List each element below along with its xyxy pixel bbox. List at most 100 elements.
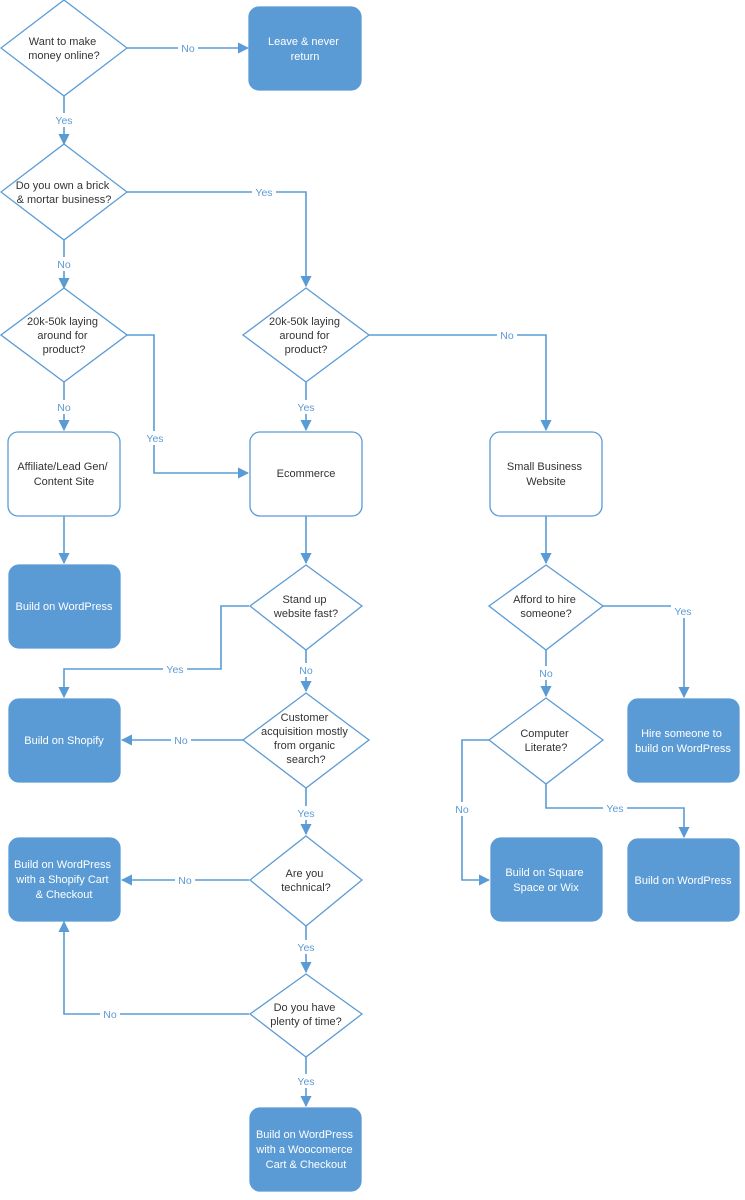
edge-label: Yes xyxy=(252,185,276,199)
svg-text:Leave & never return: Leave & never return xyxy=(268,36,342,63)
svg-text:Afford to hire someone: Afford to hire someone? xyxy=(513,594,579,620)
node-line: Are you xyxy=(286,868,324,880)
edge-laying-mid-smallbiz xyxy=(369,334,552,432)
svg-text:20k-50k laying around: 20k-50k laying around for product? xyxy=(27,316,101,356)
process-small-business: Small Business Website xyxy=(489,431,603,517)
terminal-wp-right: Build on WordPress xyxy=(627,838,740,922)
node-line: Computer xyxy=(520,728,569,740)
edge-label-text: Yes xyxy=(674,606,691,618)
edge-brick-laying-mid xyxy=(127,191,312,288)
edge-label-text: No xyxy=(178,875,192,887)
node-line: someone? xyxy=(520,608,571,620)
terminal-wp-woocommerce: Build on WordPress with a Woocomerce Car… xyxy=(249,1107,362,1192)
edge-standup-shopify xyxy=(58,605,249,699)
node-line: & mortar business? xyxy=(17,194,112,206)
decision-computer-literate: Computer Literate? xyxy=(487,697,605,785)
node-line: Build on Square xyxy=(505,867,583,879)
svg-text:Ecommerce: Ecommerce xyxy=(277,468,336,480)
node-line: 20k-50k laying xyxy=(27,316,98,328)
edge-label: Yes xyxy=(294,1074,318,1088)
node-line: Content Site xyxy=(34,476,95,488)
node-line: around for xyxy=(37,330,87,342)
edge-label-text: Yes xyxy=(255,187,272,199)
node-line: Website xyxy=(526,476,566,488)
node-line: & Checkout xyxy=(36,889,93,901)
edge-label: No xyxy=(100,1007,120,1021)
node-line: Ecommerce xyxy=(277,468,336,480)
node-line: Want to make xyxy=(29,36,96,48)
svg-text:Customer acquisition m: Customer acquisition mostly from organic… xyxy=(261,712,351,766)
node-line: search? xyxy=(286,754,325,766)
decision-customer-acquisition: Customer acquisition mostly from organic… xyxy=(241,692,371,789)
node-line: from organic xyxy=(274,740,336,752)
decision-brick-mortar: Do you own a brick & mortar business? xyxy=(0,143,129,241)
terminal-wp-shopify-cart: Build on WordPress with a Shopify Cart &… xyxy=(8,837,121,922)
edge-label-text: No xyxy=(174,735,188,747)
node-line: plenty of time? xyxy=(270,1016,342,1028)
node-line: Build on WordPress xyxy=(14,859,112,871)
edge-label: No xyxy=(178,41,198,55)
node-line: Build on Shopify xyxy=(24,735,104,747)
svg-text:Build on WordPress wit: Build on WordPress with a Shopify Cart &… xyxy=(14,859,114,901)
terminal-wp-left: Build on WordPress xyxy=(8,564,121,649)
edge-label-text: Yes xyxy=(297,1076,314,1088)
node-line: around for xyxy=(279,330,329,342)
edge-label-text: Yes xyxy=(606,803,623,815)
edge-label: No xyxy=(175,873,195,887)
svg-text:Build on WordPress wit: Build on WordPress with a Woocomerce Car… xyxy=(255,1129,356,1171)
edge-label-text: Yes xyxy=(297,402,314,414)
decision-afford-hire: Afford to hire someone? xyxy=(487,564,605,651)
edge-laying-left-ecommerce xyxy=(127,334,250,479)
edge-label: Yes xyxy=(671,604,695,618)
node-line: Stand up xyxy=(282,594,326,606)
edge-label-text: No xyxy=(500,330,514,342)
node-line: return xyxy=(291,51,320,63)
node-line: with a Woocomerce xyxy=(255,1144,352,1156)
decision-laying-mid: 20k-50k laying around for product? xyxy=(241,287,371,383)
edge-label-text: Yes xyxy=(55,115,72,127)
svg-text:Are you technical?: Are you technical? xyxy=(281,868,331,894)
edge-label: Yes xyxy=(143,431,167,445)
edge-label: Yes xyxy=(603,801,627,815)
node-line: technical? xyxy=(281,882,331,894)
terminal-shopify: Build on Shopify xyxy=(8,698,121,783)
process-affiliate: Affiliate/Lead Gen/ Content Site xyxy=(7,431,121,517)
node-line: Cart & Checkout xyxy=(266,1159,347,1171)
node-line: Hire someone to xyxy=(641,728,722,740)
node-line: Build on WordPress xyxy=(15,601,113,613)
edge-label: No xyxy=(452,802,472,816)
decision-want-money: Want to make money online? xyxy=(0,0,129,97)
edge-label: No xyxy=(171,733,191,747)
edge-label: No xyxy=(536,666,556,680)
edge-label: Yes xyxy=(294,400,318,414)
svg-text:Computer Literate?: Computer Literate? xyxy=(520,728,571,754)
node-line: Affiliate/Lead Gen/ xyxy=(17,461,108,473)
node-line: acquisition mostly xyxy=(261,726,348,738)
edge-afford-hire xyxy=(603,605,690,699)
node-line: product? xyxy=(285,344,328,356)
edge-label: No xyxy=(54,257,74,271)
edge-label-text: No xyxy=(455,804,469,816)
node-line: Build on WordPress xyxy=(634,875,732,887)
edge-label-text: Yes xyxy=(297,808,314,820)
svg-text:Build on Shopify: Build on Shopify xyxy=(24,735,104,747)
edge-label: No xyxy=(296,663,316,677)
node-line: build on WordPress xyxy=(635,743,731,755)
svg-text:Build on Square Space: Build on Square Space or Wix xyxy=(505,867,586,894)
svg-text:Build on WordPress: Build on WordPress xyxy=(15,601,113,613)
edge-label-text: No xyxy=(181,43,195,55)
edge-label: No xyxy=(497,328,517,342)
node-line: Leave & never xyxy=(268,36,339,48)
edge-label-text: Yes xyxy=(146,433,163,445)
node-line: Do you own a brick xyxy=(16,180,110,192)
edges xyxy=(58,42,690,1108)
node-line: money online? xyxy=(28,50,100,62)
edge-label-text: No xyxy=(57,402,71,414)
node-line: Space or Wix xyxy=(513,882,579,894)
edge-label-text: Yes xyxy=(297,942,314,954)
decision-standup-fast: Stand up website fast? xyxy=(248,564,364,651)
svg-text:Stand up website fast?: Stand up website fast? xyxy=(273,594,338,620)
edge-label-text: No xyxy=(103,1009,117,1021)
edge-labels: No Yes Yes No No Yes Yes No Yes No No Ye… xyxy=(52,41,695,1088)
